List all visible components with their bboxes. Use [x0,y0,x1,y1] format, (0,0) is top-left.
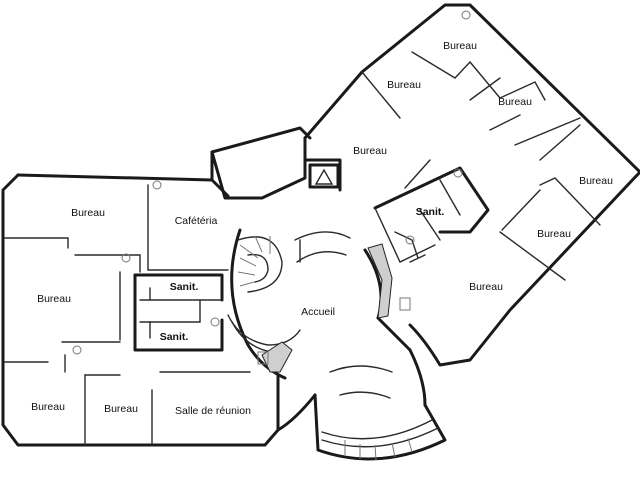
central-walls [227,163,447,461]
room-label-bureau-sw-2: Bureau [104,403,138,415]
room-label-bureau-west-mid: Bureau [37,293,71,305]
west-wing-walls [1,126,312,447]
room-label-cafeteria: Cafétéria [175,215,218,227]
room-label-sanit-west-bottom: Sanit. [160,331,189,343]
room-label-bureau-sw-1: Bureau [31,401,65,413]
room-label-bureau-ne-4: Bureau [579,175,613,187]
east-wing-walls [303,3,640,367]
room-label-bureau-west-top: Bureau [71,207,105,219]
room-label-sanit-west-top: Sanit. [170,281,199,293]
room-label-bureau-ne-big: Bureau [469,281,503,293]
room-label-bureau-center: Bureau [353,145,387,157]
room-label-accueil: Accueil [301,306,335,318]
room-label-bureau-ne-3: Bureau [498,96,532,108]
room-label-bureau-ne-5: Bureau [537,228,571,240]
room-label-salle-reunion: Salle de réunion [175,405,251,417]
room-label-bureau-ne-top: Bureau [443,40,477,52]
west-interior-walls [4,184,251,446]
room-label-sanit-east: Sanit. [416,206,445,218]
room-labels: Bureau Cafétéria Bureau Sanit. Sanit. Bu… [31,40,613,417]
safety-icons [72,10,471,355]
room-label-bureau-ne-2: Bureau [387,79,421,91]
